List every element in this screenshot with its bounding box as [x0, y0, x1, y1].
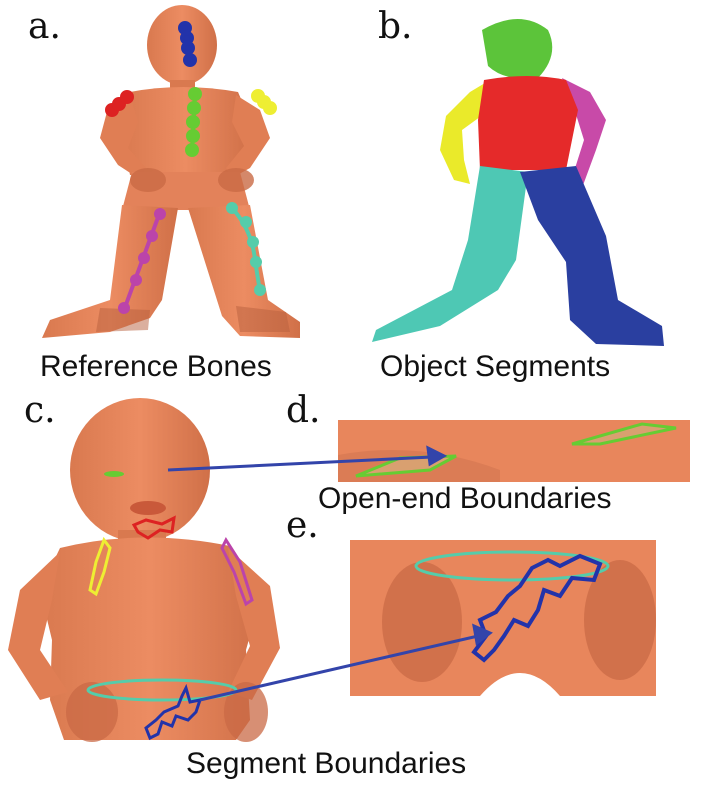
figure-c-mouth	[130, 501, 166, 515]
panel-a-figure	[42, 5, 300, 338]
figure-a-left-hand	[130, 168, 166, 192]
figure-c-left-hand	[66, 682, 118, 742]
panel-e-left-hand	[382, 562, 462, 682]
figure-c-right-hand	[224, 682, 268, 742]
panel-b-figure	[372, 19, 664, 346]
segment-torso	[478, 76, 578, 170]
figure-a-right-hand	[218, 168, 254, 192]
panel-d-zoom	[338, 420, 690, 482]
eye-boundary	[104, 471, 124, 477]
segment-head	[482, 19, 552, 79]
segment-left-leg	[372, 166, 528, 342]
segment-right-leg	[520, 166, 664, 346]
panel-e-zoom	[350, 540, 656, 696]
